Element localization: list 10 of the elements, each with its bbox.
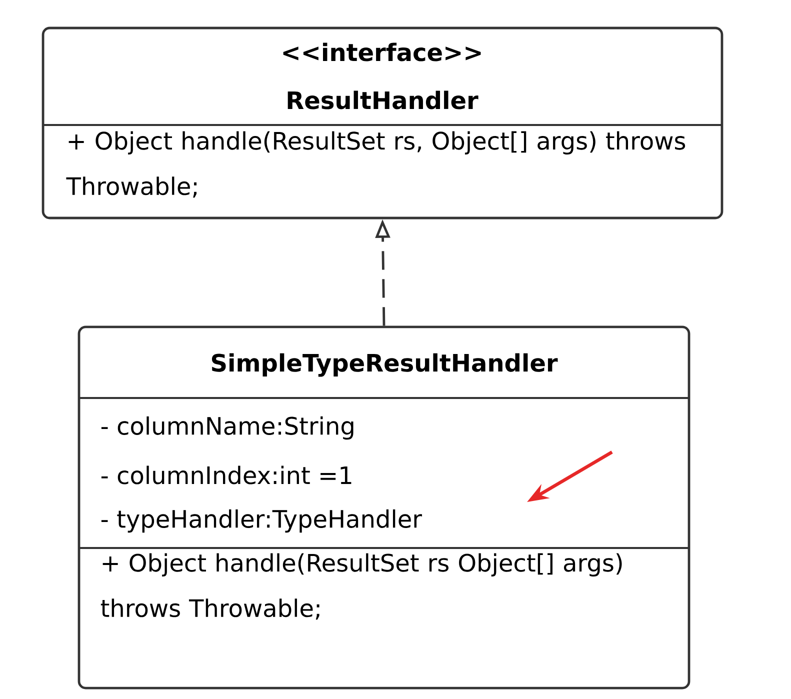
method-text: + Object handle(ResultSet rs Object[] args) throws Throwable;	[100, 553, 622, 620]
attribute-text: - typeHandler:TypeHandler	[101, 509, 422, 533]
class-box	[42, 26, 724, 220]
stereotype: <<interface>>	[283, 42, 481, 62]
method-text: + Object handle(ResultSet rs, Object[] args) throws Throwable;	[66, 131, 686, 198]
attribute-text: - columnIndex:int =1	[101, 466, 352, 484]
class-box	[78, 326, 690, 690]
class-name: ResultHandler	[288, 90, 478, 110]
attribute-text: - columnName:String	[101, 416, 354, 440]
class-name: SimpleTypeResultHandler	[212, 353, 558, 377]
